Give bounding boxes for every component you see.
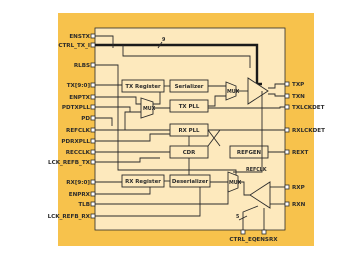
pin-ensrx xyxy=(261,229,267,235)
pin-rlbs xyxy=(90,62,96,68)
mux-left xyxy=(140,97,154,119)
mux-tx-label: MUX xyxy=(227,89,240,95)
enstx-line xyxy=(95,35,114,48)
pin-enprx xyxy=(90,191,96,197)
pin-ctrl-tx xyxy=(90,42,96,48)
pin-refclk xyxy=(90,127,96,133)
pin-label-rx-data: RX[9:0] xyxy=(66,180,90,186)
pin-txp xyxy=(284,81,290,87)
deserializer-label: Deserializer xyxy=(172,179,209,185)
pin-txlckdet xyxy=(284,104,290,110)
pin-label-recclk: RECCLK xyxy=(66,150,91,156)
cdr-crossing xyxy=(207,129,221,147)
mux-left-label: MUX xyxy=(143,106,156,112)
rx-equalizer xyxy=(249,181,271,209)
control-bus xyxy=(95,43,262,86)
pin-label-rxn: RXN xyxy=(292,202,306,208)
pin-lck-refb-tx xyxy=(90,159,96,165)
bus-slash xyxy=(157,41,163,49)
pin-label-txn: TXN xyxy=(292,94,305,100)
pin-label-ctrl-eq: CTRL_EQ xyxy=(229,237,256,243)
txreg-clock xyxy=(153,92,161,105)
pin-label-enptx: ENPTX xyxy=(69,95,90,101)
pin-label-rext: REXT xyxy=(292,150,308,156)
pin-tx-data xyxy=(90,82,96,88)
refgen-label: REFGEN xyxy=(237,150,262,156)
driver-to-txn xyxy=(268,93,285,97)
pin-tlb xyxy=(90,201,96,207)
pin-rx-data xyxy=(90,179,96,185)
eq-to-rxmux xyxy=(238,181,250,196)
pin-label-ensrx: ENSRX xyxy=(256,237,278,243)
eq-bus-slash xyxy=(238,215,248,221)
pin-label-tlb: TLB xyxy=(78,202,90,208)
bus-width-top: 9 xyxy=(162,37,166,43)
pin-recclk xyxy=(90,149,96,155)
pin-rxlckdet xyxy=(284,127,290,133)
enprx-line xyxy=(95,187,151,195)
ctrl-eq-wire xyxy=(242,205,259,230)
cdr-label: CDR xyxy=(183,150,196,156)
rx-pll-label: RX PLL xyxy=(178,128,200,134)
pin-pd xyxy=(90,115,96,121)
pin-label-ctrl-tx: CTRL_TX_I xyxy=(58,43,90,49)
pin-enptx xyxy=(90,94,96,100)
enptx-to-mux xyxy=(95,96,141,105)
pin-label-rxlckdet: RXLCKDET xyxy=(292,128,325,134)
pin-txn xyxy=(284,93,290,99)
pdrxpll-line xyxy=(95,133,170,142)
pin-pdrxpll xyxy=(90,138,96,144)
pd-line xyxy=(95,117,113,126)
lck-refb-tx-line xyxy=(95,157,160,163)
pin-label-txp: TXP xyxy=(292,82,304,88)
pin-label-lck-refb-tx: LCK_REFB_TX xyxy=(48,160,91,166)
pin-label-enstx: ENSTX xyxy=(69,34,90,40)
tlb-line xyxy=(95,190,229,205)
txpll-to-mux xyxy=(208,95,226,107)
pin-label-rlbs: RLBS xyxy=(74,63,90,69)
tx-pll-label: TX PLL xyxy=(179,104,200,110)
pin-label-txlckdet: TXLCKDET xyxy=(292,105,325,111)
pin-label-refclk: REFCLK xyxy=(66,128,91,134)
mux-rx-label: MUX xyxy=(229,180,242,186)
rx-register-label: RX Register xyxy=(125,179,161,185)
loopback-wire xyxy=(233,91,263,173)
pin-pdtxpll xyxy=(90,104,96,110)
pin-lck-refb-rx xyxy=(90,213,96,219)
rlbs-line xyxy=(95,64,237,178)
mux-tx xyxy=(225,81,237,101)
refclk-internal-label: REFCLK xyxy=(246,167,267,173)
lck-refb-rx-line xyxy=(95,187,201,217)
pin-ctrl-eq xyxy=(240,229,246,235)
driver-to-txp xyxy=(268,83,285,89)
pin-rxn xyxy=(284,201,290,207)
pin-label-tx-data: TX[9:0] xyxy=(67,83,91,89)
pin-rxp xyxy=(284,184,290,190)
eq-bus-width: 5 xyxy=(236,214,239,220)
pin-label-lck-refb-rx: LCK_REFB_RX xyxy=(48,214,91,220)
control-bus-to-driver xyxy=(122,45,251,68)
pin-enstx xyxy=(90,33,96,39)
pin-label-pdrxpll: PDRXPLL xyxy=(61,139,90,145)
refclk-line xyxy=(95,111,141,131)
pin-label-pd: PD xyxy=(81,116,90,122)
txpll-lock xyxy=(208,106,285,109)
pin-label-enprx: ENPRX xyxy=(69,192,91,198)
pin-label-rxp: RXP xyxy=(292,185,305,191)
serializer-label: Serializer xyxy=(175,84,204,90)
mux-rx xyxy=(227,171,239,193)
pin-rext xyxy=(284,149,290,155)
pin-label-pdtxpll: PDTXPLL xyxy=(62,105,91,111)
tx-register-label: TX Register xyxy=(125,84,161,90)
